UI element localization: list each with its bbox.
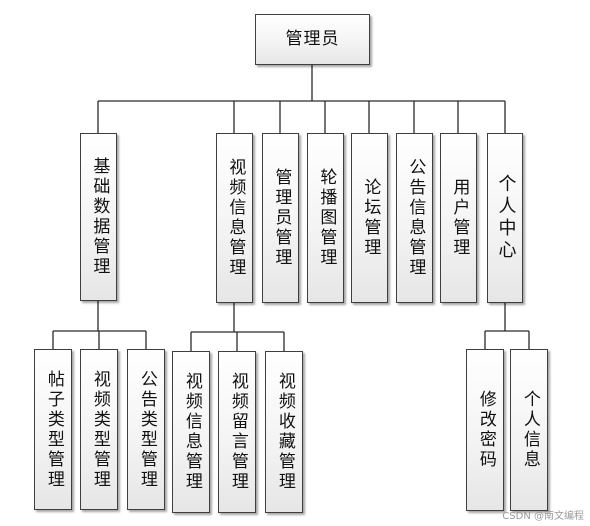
node-forum-manage: 论坛管理: [351, 133, 388, 303]
node-notice-info: 公告信息管理: [396, 133, 433, 303]
node-carousel-manage: 轮播图管理: [307, 133, 344, 303]
node-change-password-label: 修改密码: [475, 390, 496, 470]
node-user-manage-label: 用户管理: [449, 178, 470, 258]
node-video-info-label: 视频信息管理: [225, 158, 246, 278]
node-basic-data: 基础数据管理: [80, 133, 117, 301]
node-user-manage: 用户管理: [440, 133, 477, 303]
node-root-label: 管理员: [285, 28, 340, 49]
node-change-password: 修改密码: [466, 349, 504, 511]
node-video-info-sub-label: 视频信息管理: [181, 372, 202, 492]
node-personal-center-label: 个人中心: [495, 174, 517, 262]
node-video-favorite: 视频收藏管理: [265, 351, 303, 513]
node-notice-info-label: 公告信息管理: [405, 158, 426, 278]
node-video-type-label: 视频类型管理: [89, 369, 110, 490]
node-admin-manage-label: 管理员管理: [271, 168, 292, 268]
node-video-info-sub: 视频信息管理: [172, 351, 210, 513]
node-admin-manage: 管理员管理: [262, 133, 299, 303]
node-personal-center: 个人中心: [487, 133, 523, 303]
node-video-favorite-label: 视频收藏管理: [274, 372, 295, 492]
node-video-info: 视频信息管理: [216, 133, 253, 303]
node-personal-info-label: 个人信息: [519, 390, 540, 470]
node-notice-type: 公告类型管理: [127, 349, 165, 510]
watermark: CSDN @南文编程: [502, 511, 584, 522]
node-carousel-manage-label: 轮播图管理: [316, 168, 337, 268]
node-video-type: 视频类型管理: [80, 349, 118, 510]
node-post-type: 帖子类型管理: [34, 349, 72, 510]
node-video-comment: 视频留言管理: [218, 351, 256, 513]
node-post-type-label: 帖子类型管理: [43, 369, 64, 490]
node-notice-type-label: 公告类型管理: [136, 369, 157, 490]
node-video-comment-label: 视频留言管理: [227, 372, 248, 492]
node-root: 管理员: [255, 14, 370, 65]
node-forum-manage-label: 论坛管理: [360, 178, 381, 258]
node-personal-info: 个人信息: [510, 349, 548, 511]
node-basic-data-label: 基础数据管理: [89, 157, 110, 277]
